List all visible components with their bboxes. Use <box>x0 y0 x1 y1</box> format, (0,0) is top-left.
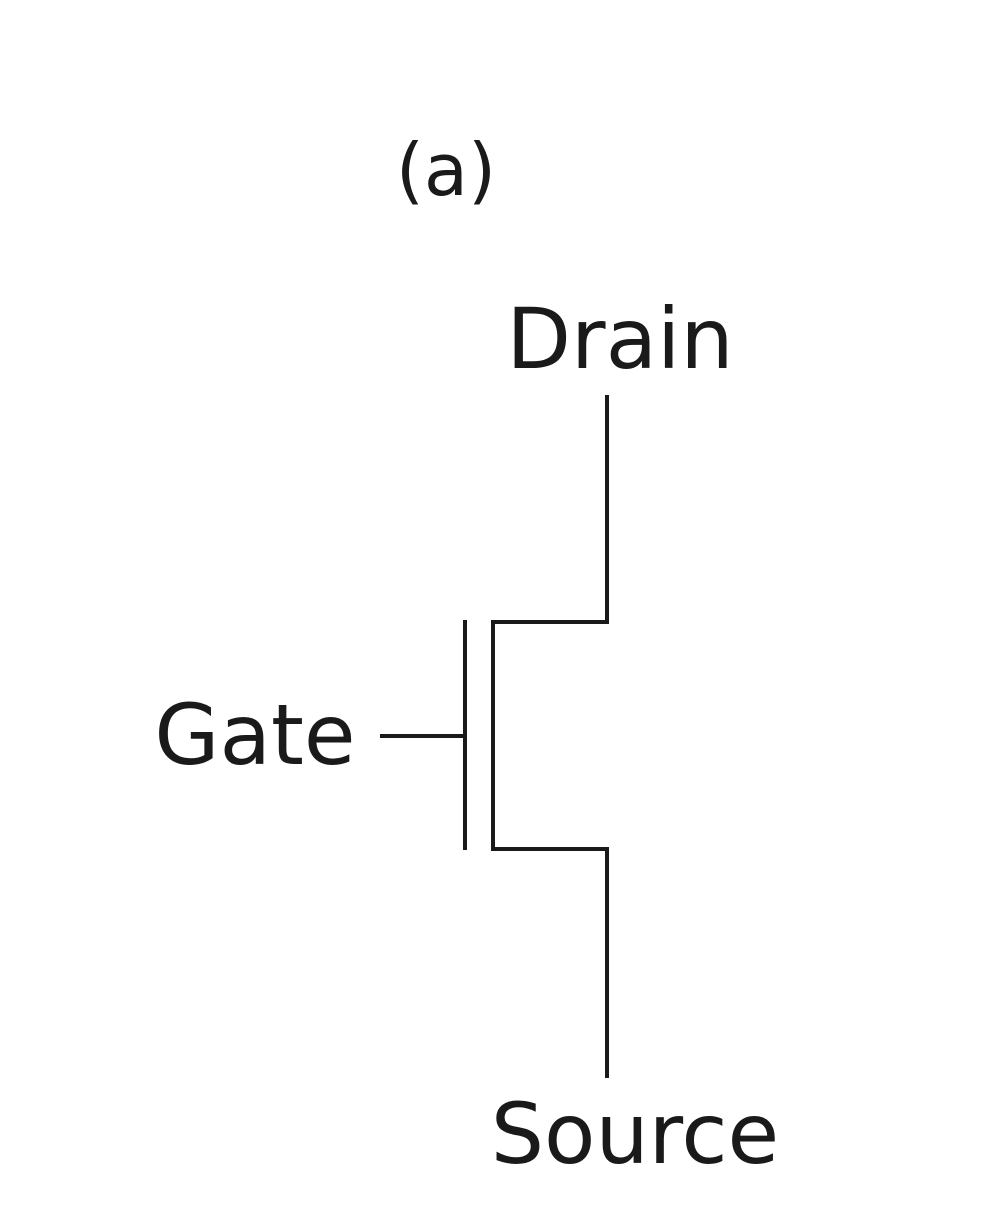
source-lead <box>493 847 609 1078</box>
panel-label: (a) <box>396 128 496 212</box>
source-label: Source <box>491 1085 780 1183</box>
drain-lead <box>493 395 609 624</box>
gate-label: Gate <box>154 686 355 784</box>
drain-label: Drain <box>506 290 733 388</box>
